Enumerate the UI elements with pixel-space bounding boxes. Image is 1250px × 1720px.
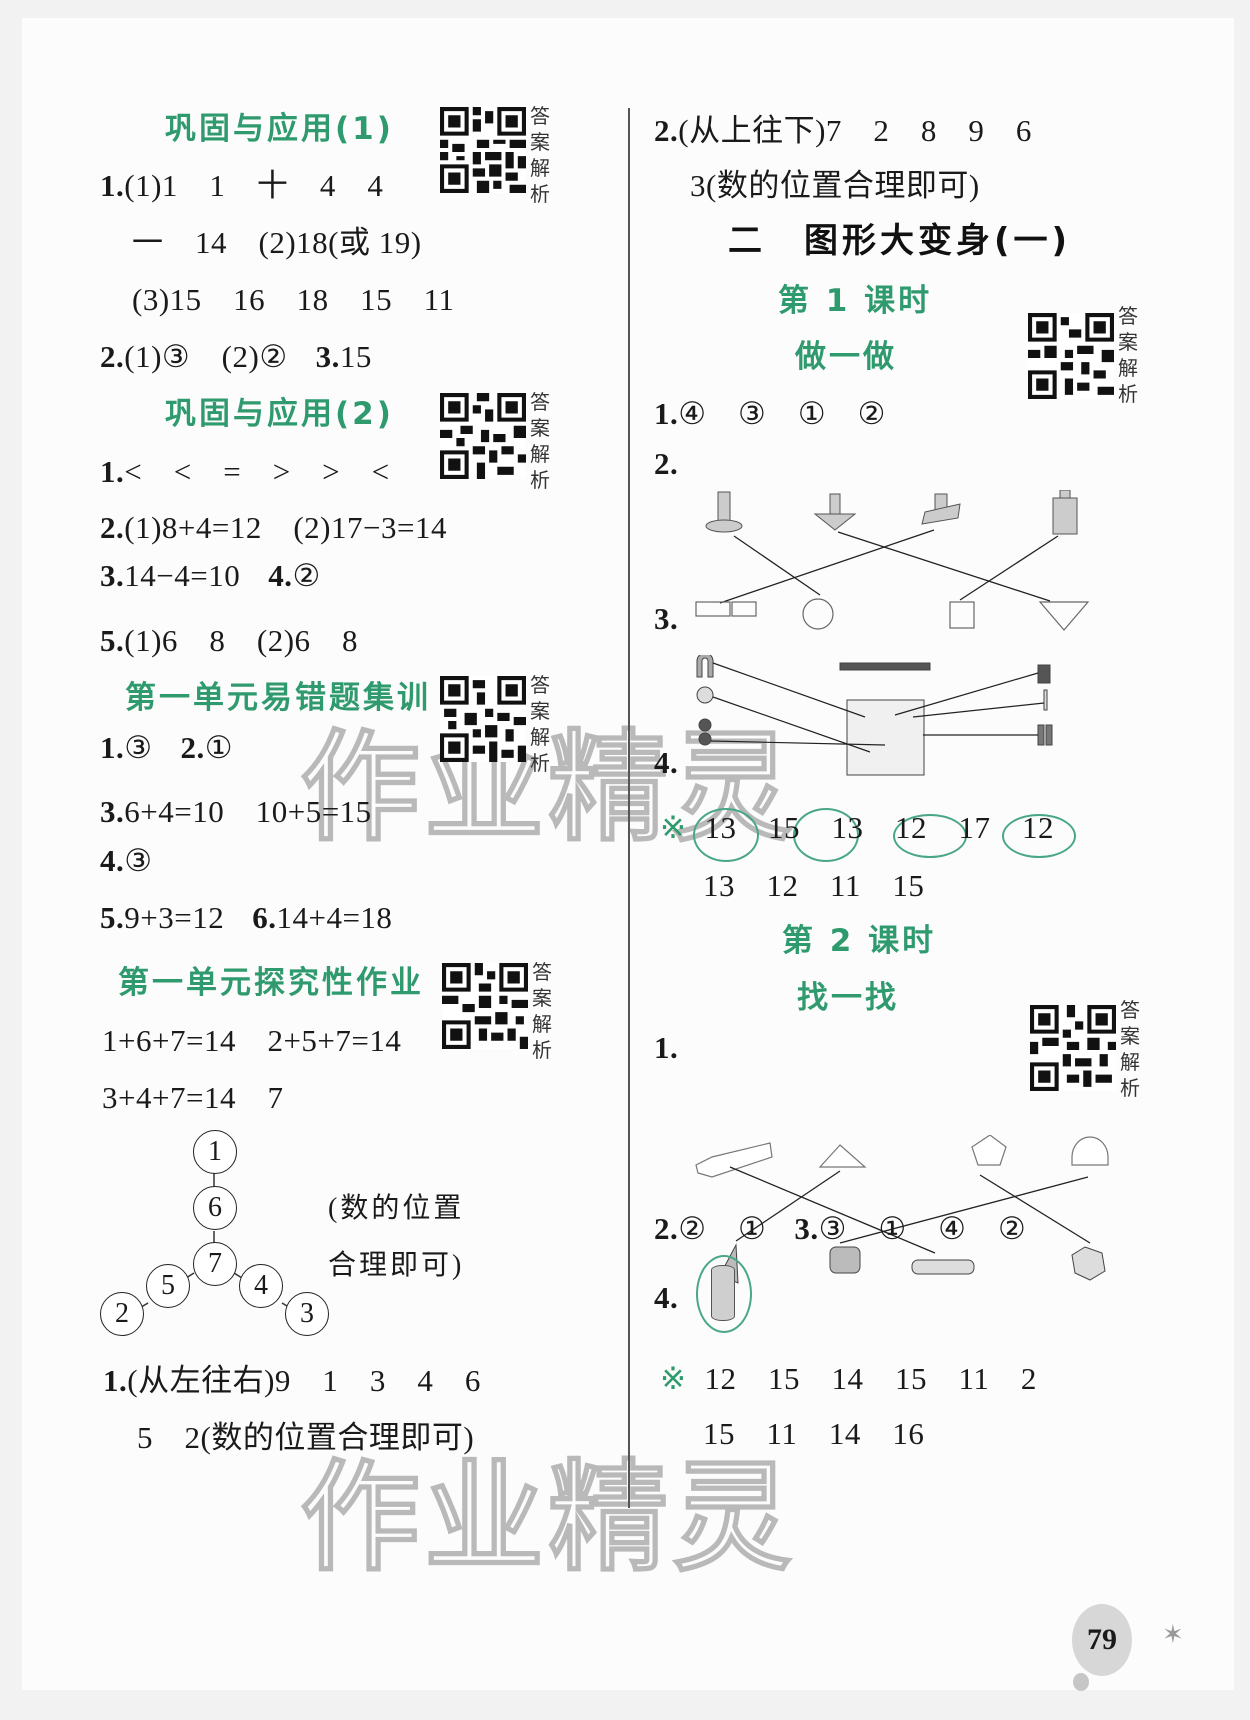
- cylinder-icon: [711, 1265, 735, 1321]
- section-title-consolidate-2: 巩固与应用(2): [165, 396, 394, 432]
- page-number: 79: [1072, 1604, 1132, 1676]
- tree-node: 5: [146, 1264, 190, 1308]
- answer-line: 1+6+7=14 2+5+7=14: [102, 1023, 402, 1058]
- tree-node: 4: [239, 1264, 283, 1308]
- tree-node: 6: [193, 1186, 237, 1230]
- answer-line: 1.(1)1 1 十 4 4: [100, 168, 384, 203]
- answer-line: 5.(1)6 8 (2)6 8: [100, 623, 359, 658]
- answer-line: 2.(1)8+4=12 (2)17−3=14: [100, 510, 447, 545]
- qr-label: 答案解析: [530, 104, 550, 206]
- qr-code-icon[interactable]: [1030, 1005, 1116, 1091]
- extra-answers-line2: 13 12 11 15: [703, 868, 925, 903]
- chapter-title: 二 图形大变身(一): [728, 221, 1072, 261]
- question-number: 2.: [654, 446, 679, 481]
- answer-line: 1.< < = > > <: [100, 454, 390, 489]
- qr-code-icon[interactable]: [442, 963, 528, 1049]
- extra-answers-line1: ※12 15 14 15 11 2: [660, 1361, 1037, 1397]
- column-divider: [628, 108, 630, 1508]
- circled-answer-oval: [893, 814, 967, 858]
- qr-label: 答案解析: [1120, 998, 1140, 1100]
- extra-answers-line2: 15 11 14 16: [703, 1416, 925, 1451]
- qr-code-icon[interactable]: [1028, 313, 1114, 399]
- qr-code-icon[interactable]: [440, 676, 526, 762]
- lab-kit-matching-diagram: [696, 655, 1053, 776]
- question-number: 4.: [654, 745, 679, 780]
- answer-line: 3.6+4=10 10+5=15: [100, 794, 372, 829]
- tree-node: 1: [193, 1130, 237, 1174]
- lesson1-title: 第 1 课时: [778, 283, 933, 319]
- qr-label: 答案解析: [1118, 304, 1138, 406]
- answer-line: 3(数的位置合理即可): [690, 168, 980, 203]
- tree-node: 2: [100, 1292, 144, 1336]
- section-title-unit1-inquiry: 第一单元探究性作业: [118, 965, 424, 1001]
- qr-code-icon[interactable]: [440, 393, 526, 479]
- qr-label: 答案解析: [532, 960, 552, 1062]
- section-title-unit1-errors: 第一单元易错题集训: [125, 680, 431, 716]
- answer-line: 一 14 (2)18(或 19): [132, 225, 422, 260]
- answer-line: 4.③: [100, 843, 153, 878]
- diagram-note-line2: 合理即可): [328, 1250, 465, 1281]
- lesson1-subtitle: 做一做: [795, 339, 897, 375]
- qr-label: 答案解析: [530, 390, 550, 492]
- answer-line: (3)15 16 18 15 11: [132, 282, 455, 317]
- answer-line: 2.(从上往下)7 2 8 9 6: [654, 113, 1032, 148]
- answer-line: 5 2(数的位置合理即可): [137, 1420, 475, 1455]
- extra-answers-line1: ※13 15 13 12 17 12: [660, 810, 1054, 846]
- decorative-star-icon: ✶: [1162, 1620, 1184, 1650]
- decorative-dot-icon: [1073, 1673, 1089, 1691]
- diagram-note-line1: (数的位置: [328, 1193, 465, 1224]
- circled-answer-oval: [1002, 814, 1076, 858]
- answer-line: 1.(从左往右)9 1 3 4 6: [103, 1363, 481, 1398]
- circled-answer-oval: [793, 808, 859, 862]
- lesson2-subtitle: 找一找: [797, 980, 899, 1016]
- tree-node: 7: [193, 1242, 237, 1286]
- qr-code-icon[interactable]: [440, 107, 526, 193]
- watermark-bottom: 作业精灵: [299, 1448, 796, 1589]
- circled-answer-oval: [693, 808, 759, 862]
- question-number: 3.: [654, 601, 679, 636]
- stamp-matching-diagram: [695, 490, 1090, 631]
- tree-node: 3: [285, 1292, 329, 1336]
- qr-label: 答案解析: [530, 673, 550, 775]
- answer-line: 3+4+7=14 7: [102, 1080, 284, 1115]
- section-title-consolidate-1: 巩固与应用(1): [165, 111, 394, 147]
- question-number: 1.: [654, 1030, 679, 1065]
- answer-line: 1.④ ③ ① ②: [654, 396, 886, 431]
- question-number: 4.: [654, 1280, 679, 1315]
- circled-answer-oval: [696, 1255, 752, 1333]
- lesson2-title: 第 2 课时: [782, 923, 937, 959]
